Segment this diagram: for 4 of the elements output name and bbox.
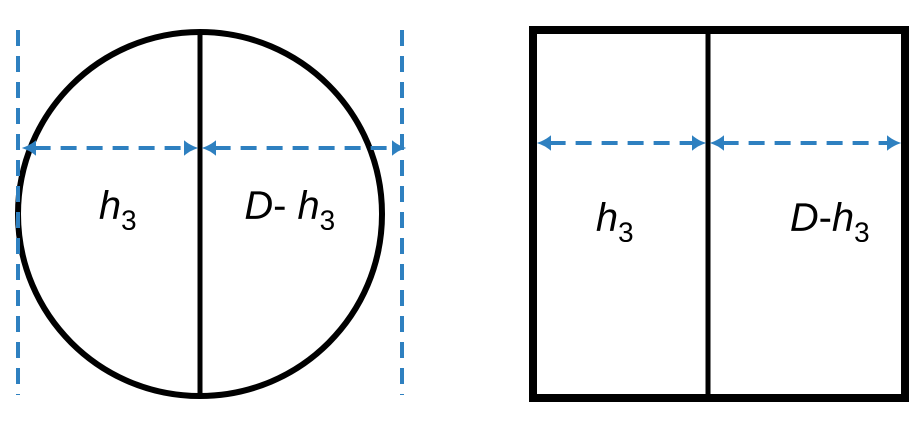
dimension-label: D-h$_{3}$ <box>791 202 868 242</box>
dimension-label: h$_{3}$ <box>100 190 136 230</box>
dimension-label: h$_{3}$ <box>596 202 632 242</box>
dimension-label: D- h$_{3}$ <box>246 190 334 230</box>
